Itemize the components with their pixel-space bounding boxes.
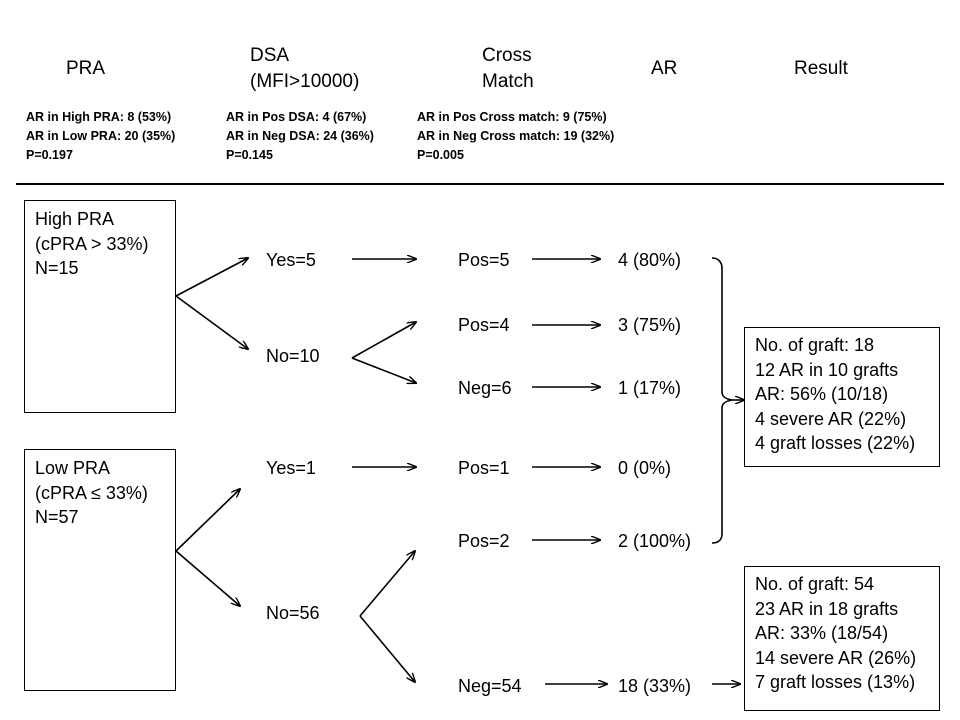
low-pra-box: Low PRA (cPRA ≤ 33%) N=57: [24, 449, 176, 691]
arrow-no56-to-neg54: [359, 615, 415, 682]
cross-high-no-pos: Pos=4: [458, 315, 510, 335]
dsa-high-yes: Yes=5: [266, 250, 316, 270]
cross-low-no-neg: Neg=54: [458, 676, 522, 696]
result-line: No. of graft: 54: [755, 574, 875, 594]
bracket-top: [711, 257, 733, 544]
arrow-no56-to-pos2: [359, 551, 415, 617]
header-dsa: DSA (MFI>10000): [250, 43, 359, 95]
stats-dsa-line: AR in Pos DSA: 4 (67%): [226, 110, 367, 124]
ar-value: 2 (100%): [618, 531, 692, 551]
stats-dsa-line: AR in Neg DSA: 24 (36%): [226, 129, 374, 143]
result-line: AR: 33% (18/54): [755, 623, 889, 643]
ar-value: 18 (33%): [618, 676, 692, 696]
result-line: 4 severe AR (22%): [755, 408, 907, 429]
high-pra-box: High PRA (cPRA > 33%) N=15: [24, 200, 176, 413]
cross-high-yes-pos: Pos=5: [458, 250, 510, 270]
stats-pra-line: P=0.197: [26, 148, 73, 162]
header-pra: PRA: [66, 58, 106, 79]
dsa-low-no: No=56: [266, 603, 320, 623]
result-line: AR: 56% (10/18): [755, 384, 889, 404]
stats-cross-line: AR in Neg Cross match: 19 (32%): [417, 129, 615, 143]
header-cross-match: Cross Match: [482, 43, 534, 95]
result-line: 4 graft losses (22%): [755, 433, 916, 453]
stats-cross-match: AR in Pos Cross match: 9 (75%) AR in Neg…: [417, 108, 614, 165]
low-pra-threshold: (cPRA ≤ 33%): [35, 482, 148, 503]
high-pra-count: N=15: [35, 258, 79, 278]
stats-cross-line: P=0.005: [417, 148, 464, 162]
cross-high-no-neg: Neg=6: [458, 378, 512, 398]
ar-value: 1 (17%): [618, 378, 682, 398]
stats-cross-line: AR in Pos Cross match: 9 (75%): [417, 110, 607, 124]
header-result: Result: [794, 58, 848, 79]
arrow-high-to-yes: [175, 258, 248, 297]
arrow-low-to-no: [175, 550, 240, 606]
cross-low-no-pos: Pos=2: [458, 531, 510, 551]
ar-value: 3 (75%): [618, 315, 682, 335]
stats-dsa-line: P=0.145: [226, 148, 273, 162]
header-cross-line2: Match: [482, 71, 534, 92]
arrow-no10-to-neg6: [351, 357, 416, 383]
arrow-high-to-no: [175, 295, 248, 349]
arrow-no10-to-pos4: [351, 322, 416, 359]
dsa-low-yes: Yes=1: [266, 458, 316, 478]
header-dsa-line2: (MFI>10000): [250, 71, 360, 92]
header-ar: AR: [651, 58, 678, 79]
result-line: No. of graft: 18: [755, 335, 875, 355]
high-pra-threshold: (cPRA > 33%): [35, 233, 149, 254]
low-pra-title: Low PRA: [35, 458, 111, 478]
ar-value: 4 (80%): [618, 250, 682, 270]
cross-low-yes-pos: Pos=1: [458, 458, 510, 478]
header-dsa-line1: DSA: [250, 45, 290, 66]
result-line: 12 AR in 10 grafts: [755, 359, 899, 380]
result-line: 7 graft losses (13%): [755, 672, 916, 692]
result-box-low: No. of graft: 54 23 AR in 18 grafts AR: …: [744, 566, 940, 711]
dsa-high-no: No=10: [266, 346, 320, 366]
result-line: 23 AR in 18 grafts: [755, 598, 899, 619]
low-pra-count: N=57: [35, 507, 79, 527]
stats-dsa: AR in Pos DSA: 4 (67%) AR in Neg DSA: 24…: [226, 108, 374, 165]
ar-value: 0 (0%): [618, 458, 672, 478]
header-cross-line1: Cross: [482, 45, 532, 66]
high-pra-title: High PRA: [35, 209, 115, 229]
result-box-high: No. of graft: 18 12 AR in 10 grafts AR: …: [744, 327, 940, 467]
arrow-low-to-yes: [175, 489, 240, 552]
result-line: 14 severe AR (26%): [755, 647, 917, 668]
stats-pra-line: AR in Low PRA: 20 (35%): [26, 129, 176, 143]
stats-pra-line: AR in High PRA: 8 (53%): [26, 110, 172, 124]
stats-pra: AR in High PRA: 8 (53%) AR in Low PRA: 2…: [26, 108, 175, 165]
